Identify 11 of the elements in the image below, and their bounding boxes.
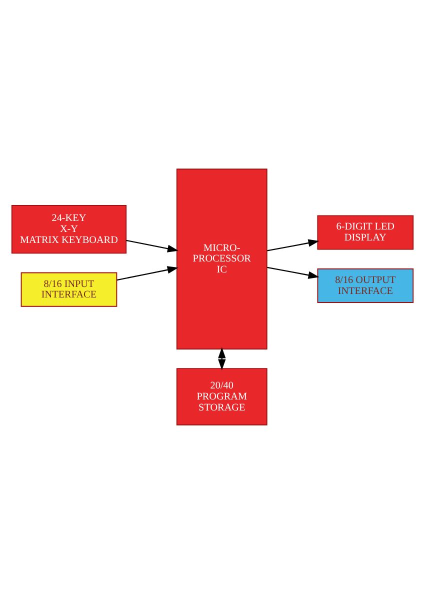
node-box: 8/16 OUTPUT INTERFACE xyxy=(317,268,414,303)
node-box: 8/16 INPUT INTERFACE xyxy=(20,272,118,307)
arrow xyxy=(267,239,320,252)
node-box: MICRO- PROCESSOR IC xyxy=(176,168,268,350)
node-box: 6-DIGIT LED DISPLAY xyxy=(317,215,414,250)
node-box: 24-KEY X-Y MATRIX KEYBOARD xyxy=(11,205,127,254)
arrow xyxy=(267,266,320,279)
arrow xyxy=(116,266,178,281)
arrow xyxy=(218,347,226,370)
arrow xyxy=(126,240,178,252)
node-box: 20/40 PROGRAM STORAGE xyxy=(176,368,268,426)
